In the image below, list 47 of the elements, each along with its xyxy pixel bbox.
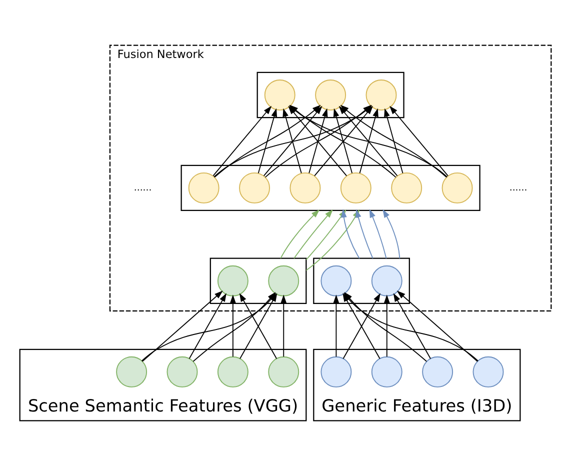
node-circle: [320, 265, 352, 296]
node-circle: [366, 80, 397, 110]
node-circle: [217, 265, 248, 296]
arrow: [142, 290, 223, 362]
arrow: [382, 209, 400, 259]
node-circle: [320, 356, 352, 388]
node-circle: [422, 356, 454, 388]
arrow: [230, 294, 236, 358]
arrow: [212, 106, 272, 176]
arrow: [384, 108, 404, 174]
node-circle: [264, 80, 296, 110]
node-circle: [166, 356, 198, 388]
node-circle: [116, 356, 148, 388]
arrow: [333, 108, 353, 174]
node-circle: [217, 356, 248, 388]
cluster: [180, 164, 480, 212]
arrow: [393, 293, 431, 360]
arrow: [294, 209, 333, 259]
arrow: [359, 108, 378, 174]
arrow: [355, 209, 374, 259]
node-circle: [239, 172, 270, 204]
arrow: [396, 290, 478, 362]
label: ......: [134, 182, 152, 194]
arrow: [390, 106, 448, 176]
node-circle: [442, 172, 473, 204]
node-circle: [315, 80, 346, 110]
arrow: [282, 108, 302, 174]
arrow: [333, 294, 340, 358]
arrow: [308, 108, 328, 174]
node-circle: [268, 356, 300, 388]
node-circle: [290, 172, 321, 204]
node-circle: [268, 265, 300, 296]
arrow: [369, 209, 387, 259]
node-circle: [340, 172, 372, 204]
arrow: [258, 108, 278, 174]
node-circle: [188, 172, 220, 204]
node-circle: [391, 172, 422, 204]
arrow: [188, 293, 226, 360]
cluster: Scene Semantic Features (VGG): [19, 348, 307, 422]
node-circle: [371, 356, 402, 388]
node-circle: [472, 356, 504, 388]
cluster: Generic Features (I3D): [313, 348, 521, 422]
arrow: [280, 294, 287, 358]
arrow: [384, 294, 390, 358]
label: ......: [509, 182, 528, 194]
arrow: [280, 209, 320, 259]
node-circle: [371, 265, 402, 296]
